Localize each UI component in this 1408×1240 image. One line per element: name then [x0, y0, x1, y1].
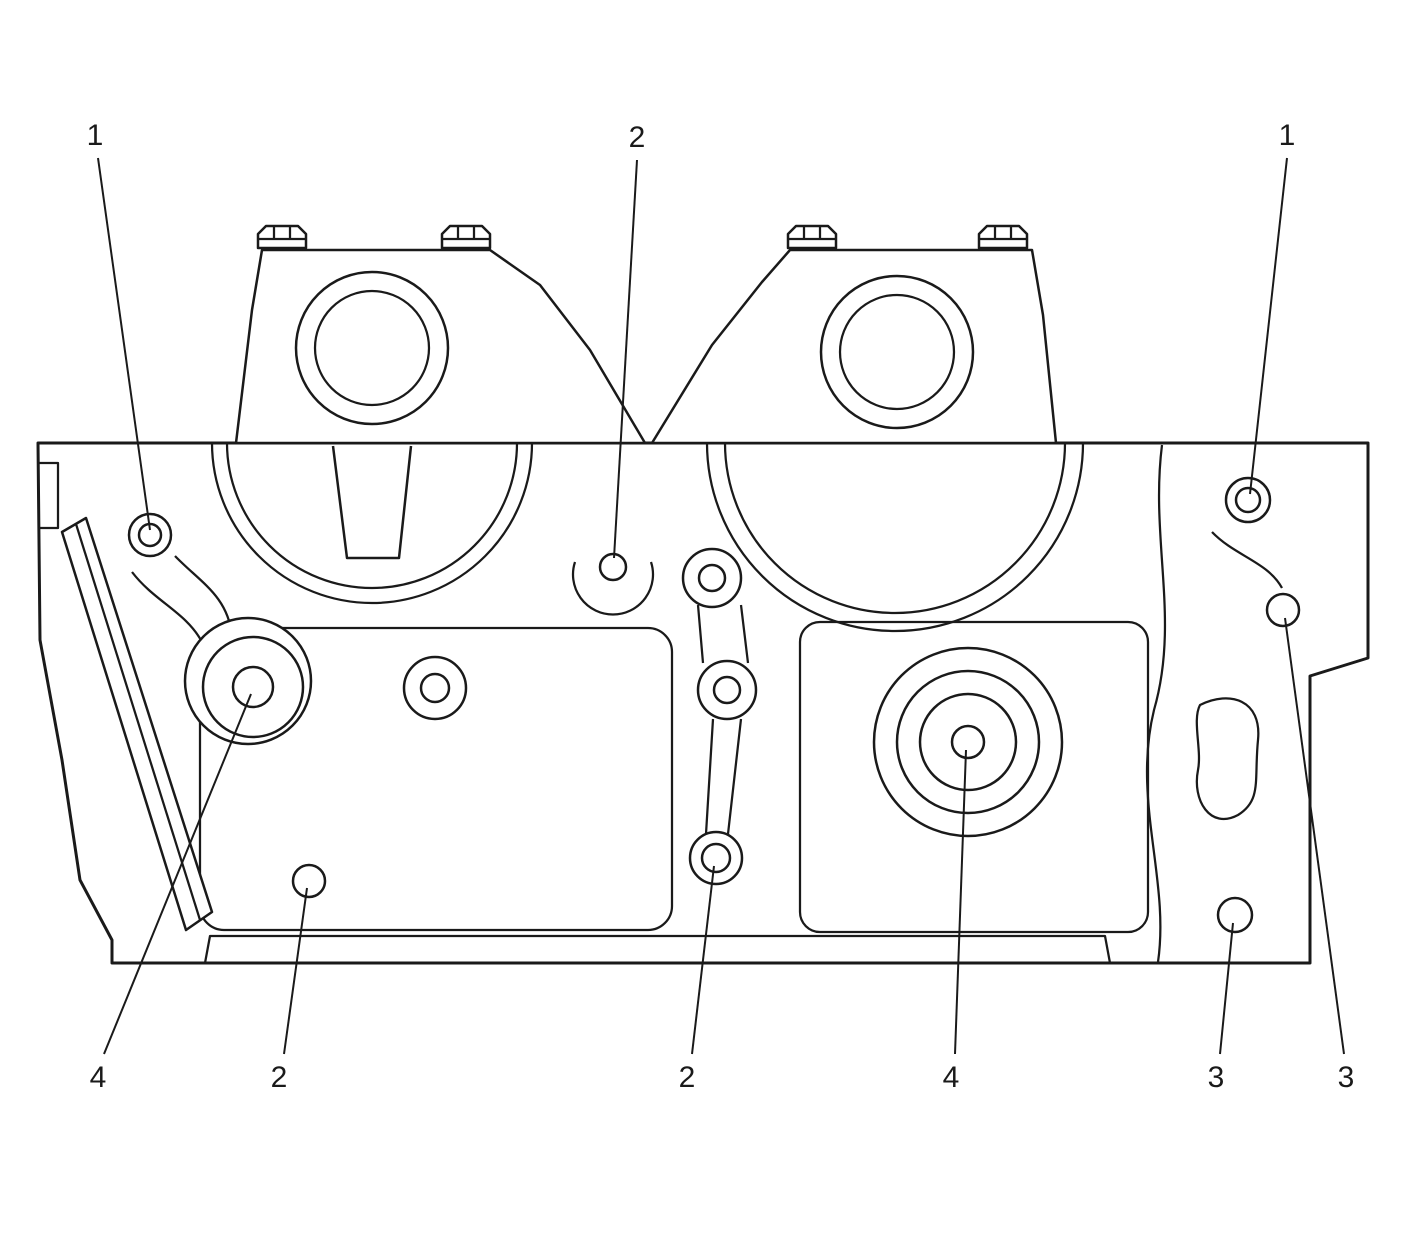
left-large-boss-hole	[231, 665, 275, 709]
leader-line-2-bottom-left	[283, 887, 308, 1055]
mid-boss-left-hole	[419, 672, 451, 704]
hole-3-bottom-right	[1216, 896, 1254, 934]
right-saddle-outer-arc	[705, 442, 1085, 633]
hole-1-right-inner	[1234, 486, 1262, 514]
left-saddle-inner-arc	[225, 442, 519, 590]
left-diagonal-rib-inner-line	[74, 523, 202, 921]
callout-label-2-top-center: 2	[628, 121, 646, 154]
cam-cap-bolts	[256, 224, 1029, 250]
leader-line-2-top-center	[613, 159, 638, 559]
hole-2-bottom-left	[291, 863, 327, 899]
callout-label-2-bottom-center: 2	[678, 1061, 696, 1094]
right-large-boss-hole	[950, 724, 986, 760]
callout-label-4-bottom-left: 4	[89, 1061, 107, 1094]
callout-label-1-top-left: 1	[86, 119, 104, 152]
left-cam-bore-inner	[313, 289, 431, 407]
cam-saddle-arcs	[210, 442, 1085, 633]
right-cam-bore	[819, 274, 975, 430]
right-saddle-inner-arc	[723, 442, 1067, 615]
leader-line-4-bottom-left	[103, 693, 252, 1055]
right-kidney-contour	[1195, 697, 1260, 821]
center-mound-contour	[571, 561, 655, 616]
mid-boss-lower-hole	[712, 675, 742, 705]
cam-bores	[294, 270, 975, 430]
right-cam-bore-inner	[838, 293, 956, 411]
leader-line-3-far-right	[1284, 617, 1345, 1055]
hole-2-bottom-center	[700, 842, 732, 874]
center-boss-neck-upper	[696, 604, 750, 664]
leader-line-1-top-right	[1249, 157, 1288, 495]
callout-label-3-far-right: 3	[1337, 1061, 1355, 1094]
leader-line-2-bottom-center	[691, 865, 715, 1055]
callout-label-3-bottom-right: 3	[1207, 1061, 1225, 1094]
cam-cap-bolt-icon	[977, 224, 1029, 250]
leader-lines	[97, 157, 1345, 1055]
hole-3-upper-right	[1265, 592, 1301, 628]
leader-line-3-bottom-right	[1219, 922, 1234, 1055]
callout-label-1-top-right: 1	[1278, 119, 1296, 152]
left-saddle-outer-arc	[210, 442, 534, 605]
cam-cap-bolt-icon	[256, 224, 308, 250]
left-cam-bore	[294, 270, 450, 426]
callout-label-2-bottom-left: 2	[270, 1061, 288, 1094]
bosses-and-holes	[127, 476, 1301, 934]
leader-line-1-top-left	[97, 157, 151, 531]
callout-label-4-bottom-right: 4	[942, 1061, 960, 1094]
left-tower-pedestal	[331, 445, 413, 560]
casting-details	[60, 444, 1283, 963]
right-flange-contour	[1145, 444, 1167, 963]
cam-cap-bolt-icon	[786, 224, 838, 250]
mid-boss-upper-hole	[697, 563, 727, 593]
left-recess-contour	[198, 626, 674, 932]
leader-line-4-bottom-right	[954, 749, 967, 1055]
hole-2-top	[598, 552, 628, 582]
left-diagonal-rib	[60, 516, 214, 932]
base-ledge	[203, 934, 1112, 964]
left-web-contour-a	[131, 571, 203, 643]
cam-cap-bolt-icon	[440, 224, 492, 250]
center-boss-neck-lower	[704, 718, 743, 835]
right-web-contour	[1211, 531, 1283, 589]
left-edge-step	[38, 461, 60, 530]
